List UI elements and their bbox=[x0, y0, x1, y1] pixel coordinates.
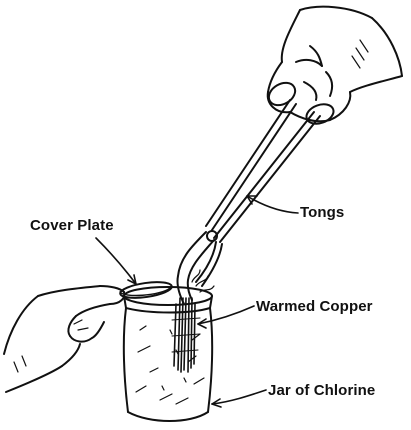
tongs-label: Tongs bbox=[300, 204, 344, 221]
tongs-drawing bbox=[177, 78, 336, 304]
warmed-copper-label: Warmed Copper bbox=[256, 298, 373, 315]
jar-drawing bbox=[124, 287, 212, 421]
cover-plate-drawing bbox=[119, 279, 172, 300]
left-hand-drawing bbox=[4, 286, 124, 392]
cover-plate-label: Cover Plate bbox=[30, 217, 114, 234]
jar-of-chlorine-label: Jar of Chlorine bbox=[268, 382, 375, 399]
